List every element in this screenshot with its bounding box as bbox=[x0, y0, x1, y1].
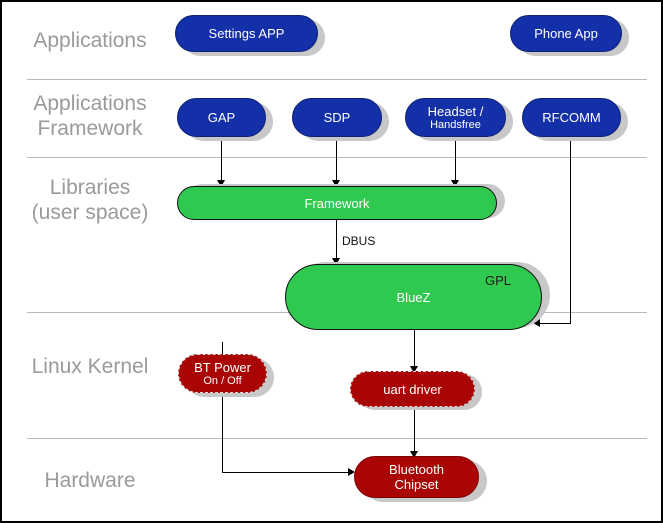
node-phone-app-label: Phone App bbox=[534, 26, 598, 41]
edge-btpower-horizontal bbox=[222, 472, 349, 473]
node-framework[interactable]: Framework bbox=[177, 186, 497, 220]
node-framework-label: Framework bbox=[304, 195, 370, 211]
node-bt-power-label: BT Power bbox=[194, 360, 251, 375]
edge-btpower-vertical bbox=[222, 342, 223, 473]
node-bt-power[interactable]: BT Power On / Off bbox=[178, 354, 267, 393]
edge-rfcomm-to-bluez-arrow bbox=[533, 319, 540, 327]
edge-btpower-to-chipset-arrow bbox=[348, 468, 355, 476]
node-headset-handsfree[interactable]: Headset / Handsfree bbox=[405, 98, 506, 137]
node-bluetooth-chipset[interactable]: Bluetooth Chipset bbox=[354, 456, 479, 498]
layer-label-applications: Applications bbox=[33, 29, 147, 52]
edge-framework-to-bluez-arrow bbox=[332, 258, 340, 265]
edge-rfcomm-vertical bbox=[570, 137, 571, 324]
divider-kernel bbox=[27, 438, 647, 439]
edge-gap-to-framework-line bbox=[221, 137, 222, 182]
node-uart-driver[interactable]: uart driver bbox=[350, 371, 475, 407]
node-sdp[interactable]: SDP bbox=[292, 98, 382, 137]
edge-headset-to-framework-arrow bbox=[451, 180, 459, 187]
node-bluez[interactable]: BlueZ bbox=[285, 264, 542, 330]
edge-rfcomm-horizontal bbox=[540, 323, 571, 324]
node-gap-label: GAP bbox=[207, 110, 236, 125]
layer-label-applications-framework: Applications Framework bbox=[33, 92, 147, 140]
node-gap[interactable]: GAP bbox=[177, 98, 266, 137]
layer-label-linux-kernel: Linux Kernel bbox=[31, 355, 149, 378]
node-headset-sublabel: Handsfree bbox=[430, 119, 481, 131]
node-bluetooth-chipset-label: Bluetooth bbox=[389, 462, 444, 477]
node-bluetooth-chipset-sublabel: Chipset bbox=[394, 477, 439, 492]
node-phone-app[interactable]: Phone App bbox=[510, 15, 622, 52]
edge-label-dbus: DBUS bbox=[342, 234, 376, 248]
node-rfcomm-label: RFCOMM bbox=[542, 110, 601, 125]
edge-sdp-to-framework-line bbox=[336, 137, 337, 182]
node-bluez-gpl-badge: GPL bbox=[485, 273, 512, 288]
edge-sdp-to-framework-arrow bbox=[332, 180, 340, 187]
node-bluez-label: BlueZ bbox=[396, 289, 431, 305]
edge-bluez-to-uart-arrow bbox=[410, 366, 418, 373]
node-settings-app[interactable]: Settings APP bbox=[175, 15, 318, 52]
divider-applications bbox=[27, 79, 647, 80]
node-rfcomm[interactable]: RFCOMM bbox=[522, 98, 621, 137]
node-sdp-label: SDP bbox=[323, 110, 351, 125]
layer-label-hardware: Hardware bbox=[44, 469, 136, 492]
divider-framework bbox=[27, 157, 647, 158]
edge-gap-to-framework-arrow bbox=[217, 180, 225, 187]
edge-uart-to-chipset-arrow bbox=[410, 451, 418, 458]
node-uart-driver-label: uart driver bbox=[383, 381, 442, 397]
edge-bluez-to-uart-line bbox=[414, 330, 415, 368]
edge-headset-to-framework-line bbox=[455, 137, 456, 182]
edge-framework-to-bluez-line bbox=[336, 218, 337, 260]
node-settings-app-label: Settings APP bbox=[208, 26, 285, 41]
node-bt-power-sublabel: On / Off bbox=[203, 375, 242, 387]
node-headset-label: Headset / bbox=[427, 104, 484, 119]
edge-uart-to-chipset-line bbox=[414, 407, 415, 453]
layer-label-libraries: Libraries (user space) bbox=[31, 176, 149, 224]
